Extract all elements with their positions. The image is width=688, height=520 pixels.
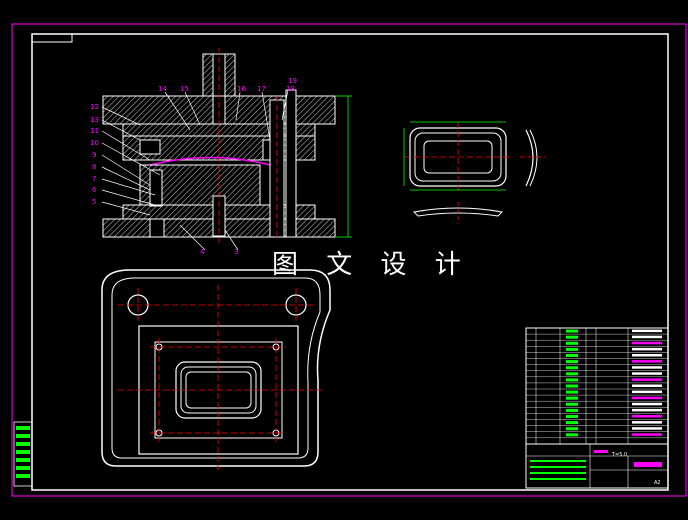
parts-list-cell-mark xyxy=(566,335,578,339)
parts-list-cell-mark xyxy=(566,347,578,351)
callouts-left: 12 13 11 10 9 8 7 6 5 xyxy=(90,103,99,206)
parts-list-material-mark xyxy=(632,427,662,430)
parts-list-material-mark xyxy=(632,360,662,363)
callout-11: 11 xyxy=(90,127,99,135)
parts-list-material-mark xyxy=(632,433,662,436)
sheet-border xyxy=(11,23,687,497)
parts-list-material-mark xyxy=(632,415,662,418)
parts-list-cell-mark xyxy=(566,390,578,394)
frame-tab xyxy=(31,33,73,43)
parts-list-material-mark xyxy=(632,378,662,381)
callout-7: 7 xyxy=(92,175,96,183)
parts-list-cell-mark xyxy=(566,372,578,376)
watermark-text: 图 文 设 计 xyxy=(272,250,471,280)
parts-list-cell-mark xyxy=(566,341,578,345)
callout-17: 17 xyxy=(257,85,266,93)
die-plan-view xyxy=(101,269,331,470)
title-block: T=5.0 A2 xyxy=(525,443,669,489)
callout-19: 19 xyxy=(288,77,297,85)
callout-13: 13 xyxy=(90,116,99,124)
parts-list-material-mark xyxy=(632,329,662,333)
parts-list-cell-mark xyxy=(566,329,578,333)
callout-15: 15 xyxy=(180,85,189,93)
parts-list-material-mark xyxy=(632,341,662,345)
parts-list-cell-mark xyxy=(566,402,578,406)
part-front-view xyxy=(412,202,504,224)
parts-list-material-mark xyxy=(632,347,662,351)
drawing-frame xyxy=(31,33,669,491)
callout-12: 12 xyxy=(90,103,99,111)
parts-list-material-mark xyxy=(632,408,662,412)
parts-list-material-mark xyxy=(632,366,662,369)
parts-list-material-mark xyxy=(632,354,662,357)
parts-list-material-mark xyxy=(632,421,662,424)
callout-5: 5 xyxy=(92,198,96,206)
parts-list-cell-mark xyxy=(566,433,578,437)
parts-list-cell-mark xyxy=(566,408,578,412)
parts-list-cell-mark xyxy=(566,415,578,418)
sheet-label: A2 xyxy=(654,480,661,486)
callout-6: 6 xyxy=(92,186,97,194)
parts-list-material-mark xyxy=(632,396,662,400)
part-plan-view xyxy=(403,121,512,192)
parts-list-material-mark xyxy=(632,372,662,375)
part-side-view xyxy=(520,129,546,187)
parts-list-cell-mark xyxy=(566,396,578,400)
parts-list-material-mark xyxy=(632,384,662,387)
parts-list-material-mark xyxy=(632,335,662,339)
parts-list-cell-mark xyxy=(566,421,578,425)
parts-list-cell-mark xyxy=(566,378,578,382)
scale-label: T=5.0 xyxy=(611,452,627,458)
callout-16: 16 xyxy=(237,85,246,93)
parts-list-cell-mark xyxy=(566,354,578,357)
parts-list-cell-mark xyxy=(566,360,578,364)
callout-14: 14 xyxy=(158,85,167,93)
parts-list-cell-mark xyxy=(566,366,578,370)
callouts-top: 14 15 16 17 18 19 xyxy=(158,77,297,93)
callout-18: 18 xyxy=(286,85,295,93)
parts-list xyxy=(525,327,669,445)
parts-list-material-mark xyxy=(632,390,662,394)
section-view xyxy=(101,48,352,251)
binding-strip xyxy=(13,421,33,487)
parts-list-cell-mark xyxy=(566,427,578,431)
parts-list-material-mark xyxy=(632,402,662,406)
parts-list-cell-mark xyxy=(566,384,578,388)
callouts-bottom: 4 3 xyxy=(200,248,238,256)
callout-8: 8 xyxy=(92,163,96,171)
callout-10: 10 xyxy=(90,139,99,147)
callout-4: 4 xyxy=(200,248,205,256)
callout-9: 9 xyxy=(92,151,96,159)
callout-3: 3 xyxy=(234,248,238,256)
